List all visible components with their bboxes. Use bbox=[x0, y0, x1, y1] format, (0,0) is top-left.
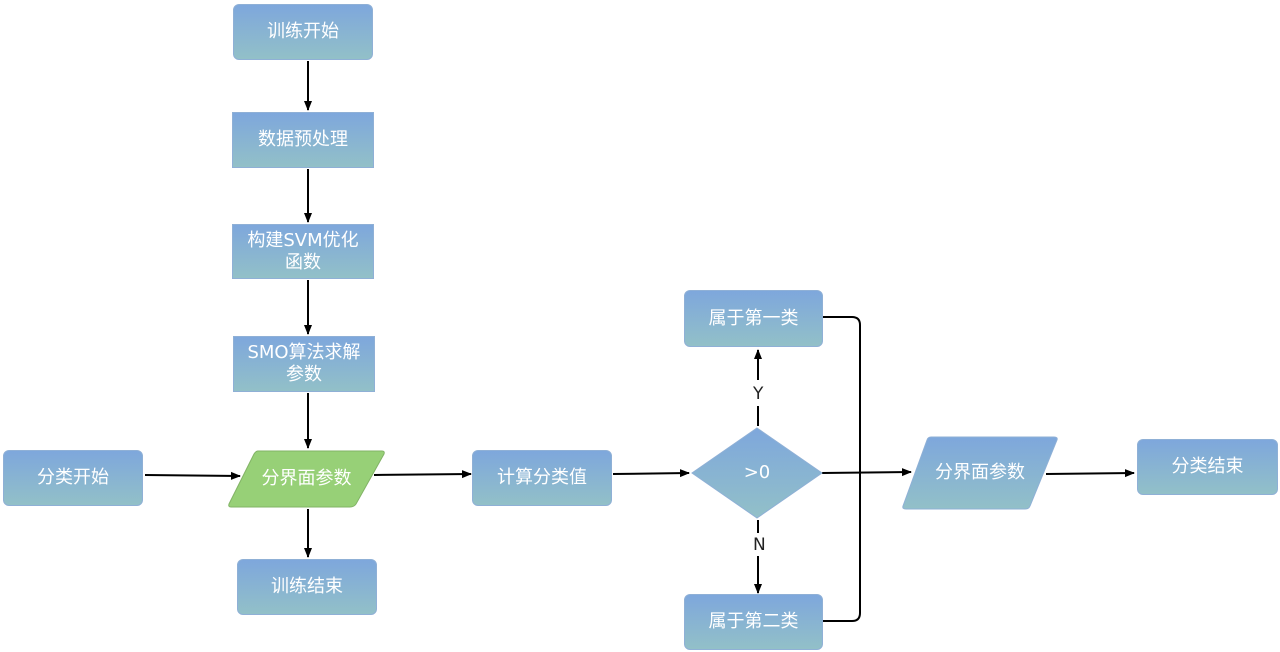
node-smo[interactable]: SMO算法求解 参数 bbox=[233, 336, 375, 392]
node-train-start[interactable]: 训练开始 bbox=[233, 4, 373, 60]
node-boundary-params-left-label: 分界面参数 bbox=[261, 468, 352, 489]
node-class-one[interactable]: 属于第一类 bbox=[684, 290, 823, 347]
edge-label-yes: Y bbox=[751, 384, 766, 404]
node-train-start-label: 训练开始 bbox=[267, 21, 339, 42]
arrow-boundary-right-to-end bbox=[1045, 469, 1135, 478]
node-classify-start-label: 分类开始 bbox=[37, 467, 109, 488]
node-compute-value-label: 计算分类值 bbox=[497, 467, 587, 488]
arrow-compute-to-decision bbox=[612, 469, 690, 478]
node-preprocess[interactable]: 数据预处理 bbox=[232, 112, 374, 168]
node-build-svm-line-2: 函数 bbox=[285, 251, 321, 273]
node-build-svm-label: 构建SVM优化 函数 bbox=[247, 230, 358, 274]
node-smo-line-1: SMO算法求解 bbox=[247, 342, 361, 363]
arrow-decision-to-boundary-right bbox=[821, 468, 912, 477]
node-build-svm-line-1: 构建SVM优化 bbox=[247, 229, 359, 251]
arrow-boundary-to-compute bbox=[373, 470, 472, 479]
node-boundary-params-right[interactable]: 分界面参数 bbox=[902, 436, 1058, 510]
node-classify-start[interactable]: 分类开始 bbox=[3, 450, 143, 506]
node-smo-label: SMO算法求解 参数 bbox=[247, 342, 360, 386]
node-train-end[interactable]: 训练结束 bbox=[237, 559, 377, 615]
node-build-svm[interactable]: 构建SVM优化 函数 bbox=[232, 224, 374, 279]
parallelogram-green-shape bbox=[228, 450, 385, 508]
node-smo-line-2: 参数 bbox=[286, 364, 322, 385]
diamond-shape bbox=[691, 427, 823, 519]
node-boundary-params-right-label: 分界面参数 bbox=[935, 462, 1025, 483]
node-decision-label: >0 bbox=[743, 462, 771, 483]
node-classify-end-label: 分类结束 bbox=[1171, 456, 1244, 477]
node-decision[interactable]: >0 bbox=[690, 427, 824, 519]
edge-label-no: N bbox=[751, 535, 768, 555]
connector-class-one-merge bbox=[823, 316, 861, 472]
node-compute-value[interactable]: 计算分类值 bbox=[472, 450, 612, 506]
node-preprocess-label: 数据预处理 bbox=[258, 129, 348, 150]
node-boundary-params-left[interactable]: 分界面参数 bbox=[228, 450, 385, 508]
connector-class-two-merge bbox=[823, 472, 861, 622]
node-class-one-label: 属于第一类 bbox=[708, 307, 799, 329]
node-train-end-label: 训练结束 bbox=[271, 576, 343, 597]
node-class-two[interactable]: 属于第二类 bbox=[684, 594, 823, 650]
parallelogram-blue-shape bbox=[902, 436, 1058, 510]
node-classify-end[interactable]: 分类结束 bbox=[1137, 439, 1278, 495]
arrow-classify-start-to-boundary bbox=[144, 471, 241, 480]
node-class-two-label: 属于第二类 bbox=[708, 611, 799, 632]
